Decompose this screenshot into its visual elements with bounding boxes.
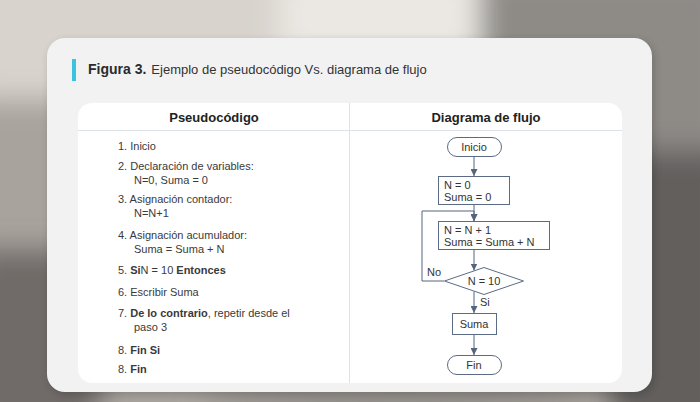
pseudocode-text: 5. bbox=[118, 263, 127, 277]
node-text: N = 0 bbox=[444, 179, 491, 191]
text-row: Pseudocódigo bbox=[169, 110, 259, 126]
pseudocode-text: Fin bbox=[130, 362, 147, 376]
pseudocode-text: 4. Asignación acumulador: bbox=[118, 228, 247, 242]
diamond-shape bbox=[445, 268, 524, 295]
text-row: Diagrama de flujo bbox=[431, 110, 540, 126]
node-text: Suma = Suma + N bbox=[444, 236, 535, 248]
node-text: Inicio bbox=[461, 141, 487, 153]
text-row: 3. Asignación contador: bbox=[118, 192, 232, 206]
pseudocode-text: 6. Escribir Suma bbox=[118, 285, 199, 299]
terminal-start: Inicio bbox=[447, 137, 502, 157]
node-text: Suma = 0 bbox=[444, 191, 491, 203]
text-row: 1. Inicio bbox=[118, 139, 156, 153]
terminal-end: Fin bbox=[447, 355, 502, 375]
figure-title: Ejemplo de pseudocódigo Vs. diagrama de … bbox=[151, 61, 426, 78]
text-row: 2. Declaración de variables: bbox=[118, 159, 254, 173]
pseudocode-text: Si bbox=[130, 263, 140, 277]
pseudocode-text: 8. bbox=[118, 362, 127, 376]
table-panel bbox=[78, 103, 622, 383]
node-text: N = 10 bbox=[468, 275, 501, 287]
decision-diamond: N = 10 bbox=[444, 267, 524, 295]
pseudocode-text: 7. bbox=[118, 306, 127, 320]
text-row: 8.Fin Si bbox=[118, 343, 160, 357]
node-text-group: N = N + 1Suma = Suma + N bbox=[444, 224, 535, 248]
card-panel bbox=[47, 38, 652, 392]
node-text-group: Suma bbox=[460, 318, 489, 330]
text-row: 5.SiN = 10Entonces bbox=[118, 263, 226, 277]
pseudocode-text: Suma = Suma + N bbox=[134, 242, 225, 256]
text-row: Suma = Suma + N bbox=[134, 242, 225, 256]
node-text-group: Fin bbox=[466, 359, 481, 371]
text-row: 4. Asignación acumulador: bbox=[118, 228, 247, 242]
pseudocode-text: 3. Asignación contador: bbox=[118, 192, 232, 206]
text-row: 8.Fin bbox=[118, 362, 147, 376]
pseudocode-text: 8. bbox=[118, 343, 127, 357]
text-row: 6. Escribir Suma bbox=[118, 285, 199, 299]
pseudocode-text: N=0, Suma = 0 bbox=[134, 173, 208, 187]
column-divider bbox=[349, 103, 350, 383]
node-text: Suma bbox=[460, 318, 489, 330]
text-row: 7.De lo contrario, repetir desde el bbox=[118, 306, 290, 320]
node-text: Fin bbox=[466, 359, 481, 371]
title-accent-bar bbox=[72, 59, 76, 81]
pseudocode-text: , repetir desde el bbox=[208, 306, 290, 320]
figure-number: Figura 3. bbox=[88, 61, 146, 78]
pseudocode-text: N=N+1 bbox=[134, 206, 169, 220]
pseudocode-text: paso 3 bbox=[134, 320, 167, 334]
branch-label: Si bbox=[479, 296, 491, 308]
text-row: N=0, Suma = 0 bbox=[134, 173, 208, 187]
text-row: paso 3 bbox=[134, 320, 167, 334]
node-text-group: N = 0Suma = 0 bbox=[444, 179, 491, 203]
pseudocode-text: 1. Inicio bbox=[118, 139, 156, 153]
node-text-group: Inicio bbox=[461, 141, 487, 153]
pseudocode-text: De lo contrario bbox=[130, 306, 208, 320]
pseudocode-text: 2. Declaración de variables: bbox=[118, 159, 254, 173]
text-row: N=N+1 bbox=[134, 206, 169, 220]
flow-arrow bbox=[474, 157, 475, 176]
pseudocode-text: Entonces bbox=[176, 263, 226, 277]
process-box: N = 0Suma = 0 bbox=[438, 176, 510, 205]
output-box: Suma bbox=[452, 313, 497, 335]
pseudocode-text: N = 10 bbox=[141, 263, 174, 277]
column-header: Pseudocódigo bbox=[169, 110, 259, 126]
node-text-group: N = 10 bbox=[468, 275, 501, 287]
pseudocode-text: Fin Si bbox=[130, 343, 160, 357]
flow-arrow bbox=[474, 292, 475, 314]
branch-label: No bbox=[426, 266, 442, 278]
column-header: Diagrama de flujo bbox=[431, 110, 540, 126]
node-text: N = N + 1 bbox=[444, 224, 535, 236]
process-box: N = N + 1Suma = Suma + N bbox=[438, 221, 550, 250]
flow-arrow bbox=[474, 335, 475, 355]
flow-arrow bbox=[474, 250, 475, 271]
text-row: Figura 3. Ejemplo de pseudocódigo Vs. dia… bbox=[88, 61, 427, 78]
